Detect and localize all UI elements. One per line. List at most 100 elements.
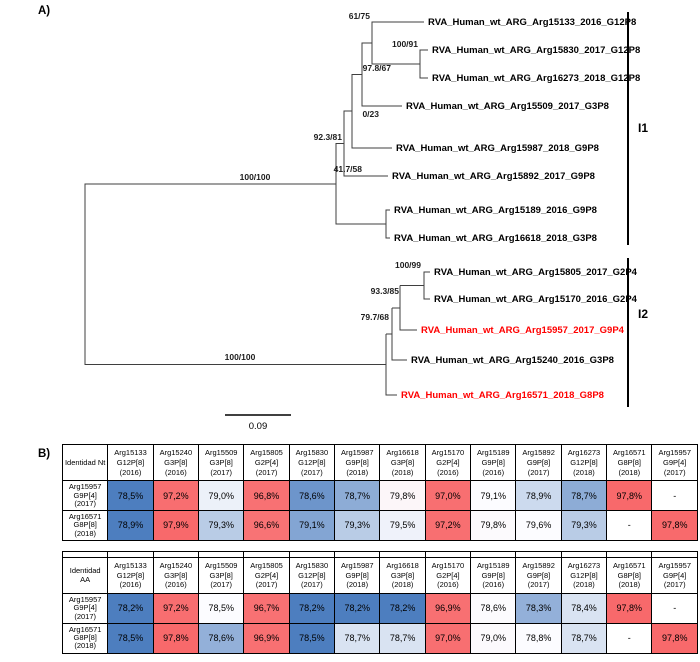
column-header: Arg15830 G12P[8] (2017) xyxy=(288,556,336,595)
column-header: Arg15189 G9P[8] (2016) xyxy=(470,556,517,595)
clade-brackets: I1 I2 xyxy=(627,12,648,407)
identity-value-cell: 97,2% xyxy=(424,510,472,541)
identity-value-cell: 78,2% xyxy=(288,593,336,624)
column-header: Arg15987 G9P[8] (2018) xyxy=(334,556,381,595)
row-header: Arg15957 G9P[4] (2017) xyxy=(61,593,109,624)
bootstrap-value: 100/91 xyxy=(392,39,418,49)
identity-value-cell: 79,8% xyxy=(379,480,426,511)
panel-a-label: A) xyxy=(38,5,50,17)
identity-value-cell: 97,8% xyxy=(606,480,653,511)
data-row: Arg16571 G8P[8] (2018)78,9%97,9%79,3%96,… xyxy=(61,510,698,541)
identity-value-cell: - xyxy=(606,622,653,654)
column-header: Arg16618 G3P[8] (2018) xyxy=(379,556,426,595)
taxon-label: RVA_Human_wt_ARG_Arg15830_2017_G12P8 xyxy=(432,45,640,56)
column-header: Arg15957 G9P[4] (2017) xyxy=(651,556,698,595)
data-row: Arg15957 G9P[4] (2017)78,2%97,2%78,5%96,… xyxy=(61,593,698,624)
identity-value-cell: - xyxy=(606,510,653,541)
bootstrap-value: 41.7/58 xyxy=(334,164,363,174)
bootstrap-value: 93.3/85 xyxy=(371,286,400,296)
identity-value-cell: 78,9% xyxy=(515,480,562,511)
column-header: Arg15805 G2P[4] (2017) xyxy=(243,443,290,482)
column-header: Arg15170 G2P[4] (2016) xyxy=(424,556,472,595)
data-row: Arg16571 G8P[8] (2018)78,5%97,8%78,6%96,… xyxy=(61,622,698,654)
column-header: Arg15133 G12P[8] (2016) xyxy=(107,556,154,595)
taxon-label: RVA_Human_wt_ARG_Arg15987_2018_G9P8 xyxy=(396,143,599,154)
bootstrap-value: 61/75 xyxy=(349,11,371,21)
identity-value-cell: 96,6% xyxy=(243,510,290,541)
identity-value-cell: 78,4% xyxy=(560,593,608,624)
identity-value-cell: 96,8% xyxy=(243,480,290,511)
identity-value-cell: 78,5% xyxy=(198,593,245,624)
identity-value-cell: 79,8% xyxy=(470,510,517,541)
identity-value-cell: 78,6% xyxy=(288,480,336,511)
identity-value-cell: 79,6% xyxy=(515,510,562,541)
identity-value-cell: 78,2% xyxy=(107,593,154,624)
column-header: Arg15133 G12P[8] (2016) xyxy=(107,443,154,482)
identity-value-cell: 97,8% xyxy=(152,622,200,654)
identity-value-cell: 78,6% xyxy=(470,593,517,624)
identity-value-cell: - xyxy=(651,480,698,511)
taxon-label: RVA_Human_wt_ARG_Arg15892_2017_G9P8 xyxy=(392,171,595,182)
column-header: Arg15170 G2P[4] (2016) xyxy=(424,443,472,482)
column-header: Arg15987 G9P[8] (2018) xyxy=(334,443,381,482)
taxon-label-highlighted: RVA_Human_wt_ARG_Arg16571_2018_G8P8 xyxy=(401,390,604,401)
bootstrap-value: 97.8/67 xyxy=(363,63,392,73)
corner-cell: Identidad AA xyxy=(61,556,109,595)
bootstrap-value: 0/23 xyxy=(362,109,379,119)
identity-value-cell: 78,5% xyxy=(107,622,154,654)
identity-value-cell: 97,0% xyxy=(424,480,472,511)
identity-value-cell: 79,5% xyxy=(379,510,426,541)
bootstrap-value: 79.7/68 xyxy=(361,312,390,322)
column-header: Arg16273 G12P[8] (2018) xyxy=(560,443,608,482)
column-header: Arg16273 G12P[8] (2018) xyxy=(560,556,608,595)
scale-bar-label: 0.09 xyxy=(249,421,268,432)
identity-value-cell: 79,0% xyxy=(470,622,517,654)
column-header: Arg15509 G3P[8] (2017) xyxy=(198,556,245,595)
column-header: Arg15830 G12P[8] (2017) xyxy=(288,443,336,482)
identity-value-cell: 78,7% xyxy=(334,480,381,511)
column-header: Arg15189 G9P[8] (2016) xyxy=(470,443,517,482)
column-header: Arg15509 G3P[8] (2017) xyxy=(198,443,245,482)
column-header: Arg15805 G2P[4] (2017) xyxy=(243,556,290,595)
identity-value-cell: 78,8% xyxy=(515,622,562,654)
identity-value-cell: 78,3% xyxy=(515,593,562,624)
column-header: Arg16618 G3P[8] (2018) xyxy=(379,443,426,482)
identity-value-cell: 78,7% xyxy=(560,480,608,511)
identity-value-cell: - xyxy=(651,593,698,624)
bootstrap-value: 100/100 xyxy=(225,352,256,362)
panel-b-label: B) xyxy=(38,448,51,460)
identity-value-cell: 96,7% xyxy=(243,593,290,624)
column-header: Arg15957 G9P[4] (2017) xyxy=(651,443,698,482)
identity-value-cell: 78,5% xyxy=(288,622,336,654)
scale-bar-group: 0.09 xyxy=(225,414,291,432)
identity-value-cell: 97,9% xyxy=(152,510,200,541)
identity-value-cell: 79,1% xyxy=(288,510,336,541)
identity-value-cell: 79,0% xyxy=(198,480,245,511)
identity-value-cell: 97,8% xyxy=(606,593,653,624)
identity-value-cell: 97,0% xyxy=(424,622,472,654)
taxon-label: RVA_Human_wt_ARG_Arg15509_2017_G3P8 xyxy=(406,101,609,112)
column-header: Arg16571 G8P[8] (2018) xyxy=(606,443,653,482)
bootstrap-value: 100/100 xyxy=(240,172,271,182)
identity-value-cell: 96,9% xyxy=(243,622,290,654)
identity-value-cell: 79,3% xyxy=(334,510,381,541)
column-header: Arg15240 G3P[8] (2016) xyxy=(152,443,200,482)
data-row: Arg15957 G9P[4] (2017)78,5%97,2%79,0%96,… xyxy=(61,480,698,511)
row-header: Arg15957 G9P[4] (2017) xyxy=(61,480,109,511)
identity-value-cell: 78,9% xyxy=(107,510,154,541)
identity-value-cell: 79,3% xyxy=(198,510,245,541)
corner-cell: Identidad Nt xyxy=(61,443,109,482)
identity-value-cell: 78,5% xyxy=(107,480,154,511)
clade-label-i2: I2 xyxy=(638,307,648,321)
identity-value-cell: 78,6% xyxy=(198,622,245,654)
row-header: Arg16571 G8P[8] (2018) xyxy=(61,622,109,654)
taxon-label: RVA_Human_wt_ARG_Arg15133_2016_G12P8 xyxy=(428,17,636,28)
identity-value-cell: 97,8% xyxy=(651,622,698,654)
identity-value-cell: 78,7% xyxy=(334,622,381,654)
